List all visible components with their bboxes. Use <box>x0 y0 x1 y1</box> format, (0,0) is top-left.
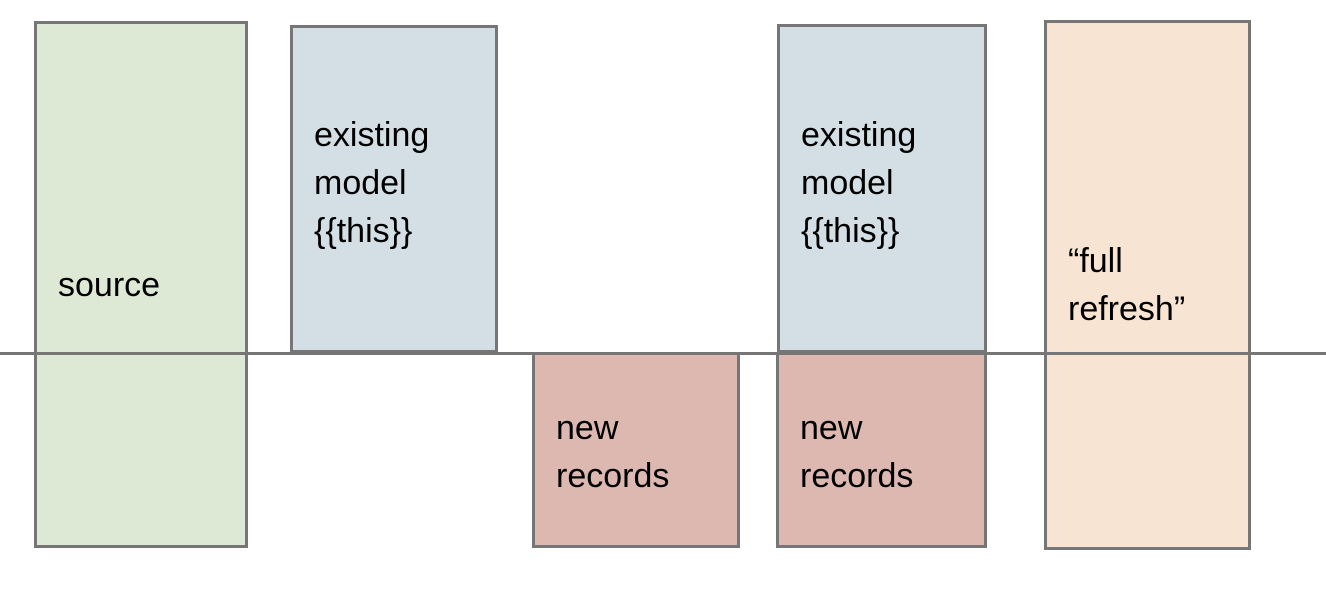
box-source[interactable]: source <box>34 21 248 548</box>
box-source-label: source <box>58 265 161 304</box>
box-full-refresh[interactable]: “full refresh” <box>1044 20 1251 550</box>
box-existing-model-2-label: existing model {{this}} <box>801 116 917 250</box>
box-new-records-2[interactable]: new records <box>776 352 987 548</box>
box-full-refresh-label: “full refresh” <box>1068 242 1186 328</box>
box-existing-model-1-label: existing model {{this}} <box>314 116 430 250</box>
box-new-records-2-label: new records <box>800 409 914 495</box>
box-existing-model-2[interactable]: existing model {{this}} <box>777 24 987 353</box>
box-new-records-1-label: new records <box>556 409 670 495</box>
box-new-records-1[interactable]: new records <box>532 352 740 548</box>
box-existing-model-1[interactable]: existing model {{this}} <box>290 25 498 353</box>
horizontal-axis-line <box>0 352 1326 355</box>
